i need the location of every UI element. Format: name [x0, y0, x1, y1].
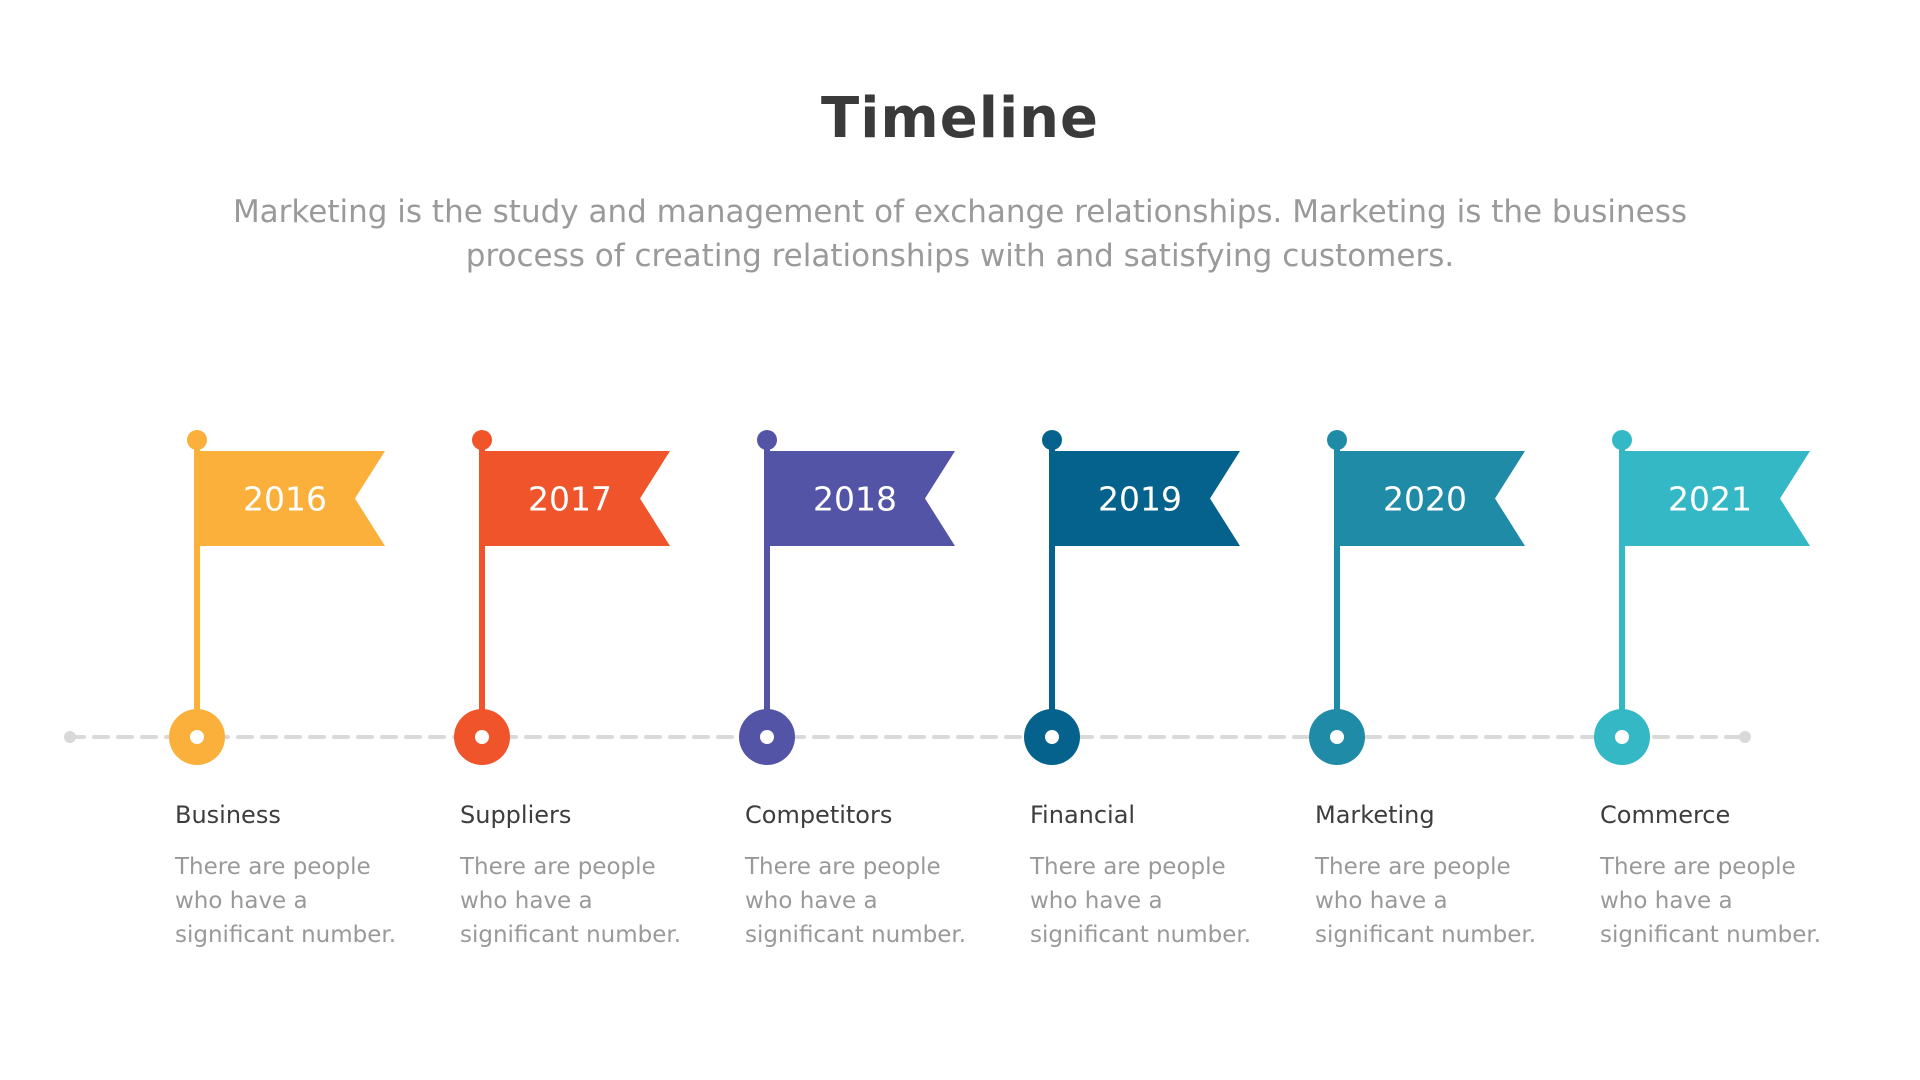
flag-year: 2017	[528, 480, 612, 519]
flag-banner	[480, 451, 670, 546]
flag-year: 2018	[813, 480, 897, 519]
timeline-node-center	[1330, 730, 1344, 744]
timeline-start-dot	[64, 731, 76, 743]
flag-pole-top-dot	[1042, 430, 1062, 450]
flag-banner	[1620, 451, 1810, 546]
timeline-node-center	[760, 730, 774, 744]
flag-banner	[195, 451, 385, 546]
flag-pole-top-dot	[1612, 430, 1632, 450]
milestone-description: There are people who have a significant …	[460, 854, 682, 948]
milestone-label: Suppliers	[460, 801, 572, 829]
milestone-description: There are people who have a significant …	[745, 854, 967, 948]
flag-pole-top-dot	[472, 430, 492, 450]
timeline-flag-2018: 2018	[739, 430, 955, 765]
timeline-node-center	[190, 730, 204, 744]
milestone-label: Marketing	[1315, 801, 1435, 829]
flags-layer: 2016 2017 2018 2019 2020 2021	[169, 430, 1810, 765]
timeline-axis	[64, 731, 1751, 743]
flag-pole-top-dot	[1327, 430, 1347, 450]
timeline-node-center	[1615, 730, 1629, 744]
milestone-label: Business	[175, 801, 281, 829]
timeline-flag-2019: 2019	[1024, 430, 1240, 765]
timeline-flag-2016: 2016	[169, 430, 385, 765]
flag-pole-top-dot	[757, 430, 777, 450]
flag-year: 2020	[1383, 480, 1467, 519]
flag-banner	[1335, 451, 1525, 546]
milestone-description: There are people who have a significant …	[1030, 854, 1252, 948]
timeline-node-center	[1045, 730, 1059, 744]
milestone-label: Financial	[1030, 801, 1136, 829]
page-title: Timeline	[821, 86, 1099, 151]
flag-banner	[1050, 451, 1240, 546]
page-subtitle: Marketing is the study and management of…	[232, 194, 1688, 274]
timeline-end-dot	[1739, 731, 1751, 743]
milestone-label: Commerce	[1600, 801, 1731, 829]
milestone-description: There are people who have a significant …	[175, 854, 397, 948]
flag-year: 2016	[243, 480, 327, 519]
milestone-description: There are people who have a significant …	[1600, 854, 1822, 948]
timeline-flag-2020: 2020	[1309, 430, 1525, 765]
flag-banner	[765, 451, 955, 546]
milestone-label: Competitors	[745, 801, 893, 829]
timeline-node-center	[475, 730, 489, 744]
flag-year: 2021	[1668, 480, 1752, 519]
flag-year: 2019	[1098, 480, 1182, 519]
timeline-flag-2021: 2021	[1594, 430, 1810, 765]
milestone-description: There are people who have a significant …	[1315, 854, 1537, 948]
flag-pole-top-dot	[187, 430, 207, 450]
timeline-flag-2017: 2017	[454, 430, 670, 765]
